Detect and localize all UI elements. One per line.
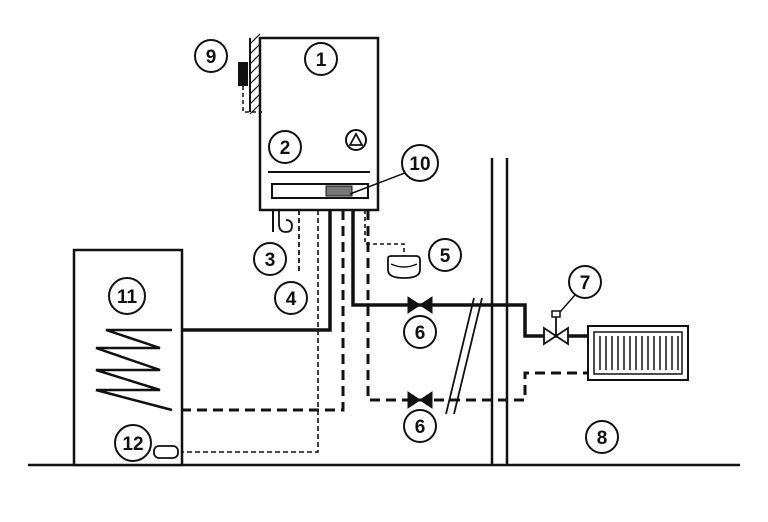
pump-symbol-icon (345, 129, 367, 151)
callout-12: 12 (114, 424, 152, 462)
callout-9-label: 9 (206, 47, 217, 68)
cylinder-sensor (153, 445, 179, 459)
pipe-break-marks (445, 297, 483, 415)
expansion-vessel (364, 210, 421, 279)
callout-11-label: 11 (117, 287, 138, 308)
callout-1: 1 (304, 42, 338, 76)
callout-5: 5 (428, 238, 462, 272)
callout-6-flow-label: 6 (415, 323, 426, 344)
callout-8-label: 8 (597, 428, 608, 449)
condensate-trap (272, 210, 293, 233)
callout-4-label: 4 (286, 289, 297, 310)
callout-4: 4 (274, 281, 308, 315)
callout-6-return: 6 (403, 409, 437, 443)
callout-1-label: 1 (316, 50, 327, 71)
cylinder-coil (95, 328, 173, 412)
callout-8: 8 (585, 420, 619, 454)
callout-9: 9 (194, 39, 228, 73)
isolation-valve-return-icon (407, 391, 433, 409)
callout-6-return-label: 6 (415, 417, 426, 438)
leader-line-7 (559, 294, 576, 313)
callout-2: 2 (268, 130, 302, 164)
callout-7: 7 (568, 265, 602, 299)
cylinder-return-pipe (172, 210, 345, 412)
boiler-display (325, 185, 353, 197)
callout-12-label: 12 (122, 434, 143, 455)
callout-10-label: 10 (409, 154, 430, 175)
radiator-valve-icon (543, 310, 569, 346)
cylinder-sensor-cable (178, 210, 319, 453)
wall (490, 158, 509, 465)
leader-line-10 (349, 170, 411, 195)
callout-6-flow: 6 (403, 315, 437, 349)
boiler-control-panel (271, 183, 369, 199)
callout-3-label: 3 (265, 250, 276, 271)
cylinder-flow-pipe (172, 210, 332, 332)
callout-10: 10 (401, 144, 439, 182)
callout-5-label: 5 (440, 246, 451, 267)
wall-thermostat (238, 33, 262, 115)
callout-11: 11 (108, 277, 146, 315)
callout-7-label: 7 (580, 273, 591, 294)
isolation-valve-flow-icon (407, 296, 433, 314)
radiator (587, 325, 689, 381)
callout-3: 3 (253, 242, 287, 276)
callout-2-label: 2 (280, 138, 291, 159)
